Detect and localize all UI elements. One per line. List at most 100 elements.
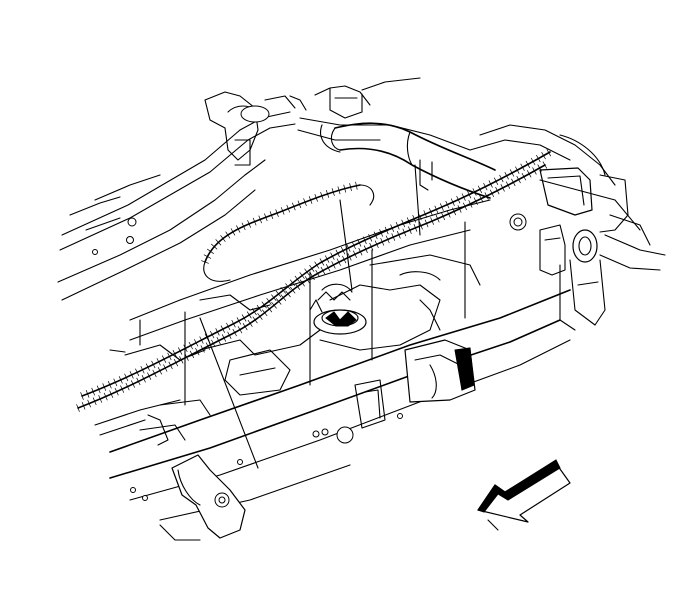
harness-rib [546, 149, 552, 157]
harness-rib [542, 161, 548, 169]
harness-rib [152, 369, 157, 378]
harness-rib [136, 377, 141, 386]
harness-rib [441, 212, 446, 221]
harness-rib [195, 347, 200, 356]
harness-rib [220, 235, 226, 242]
harness-rib [211, 339, 216, 348]
harness-rib [147, 372, 152, 380]
harness-rib [114, 387, 119, 396]
harness-rib [118, 376, 123, 384]
harness-rib [439, 203, 444, 211]
harness-rib [530, 157, 536, 166]
harness-rib [483, 182, 488, 191]
harness-rib [536, 154, 541, 163]
harness-rib [358, 247, 363, 256]
harness-rib [289, 279, 296, 287]
harness-rib [124, 373, 129, 382]
callout-lines [184, 164, 466, 469]
harness-rib [357, 239, 362, 247]
harness-rib [445, 200, 450, 209]
harness-rib [140, 365, 145, 374]
harness-rib [532, 167, 537, 175]
harness-rib [130, 380, 136, 388]
harness-rib [269, 211, 274, 220]
upper-body-panel [297, 77, 471, 151]
harness-rib [303, 198, 307, 206]
harness-rib [258, 215, 262, 224]
harness-rib [156, 358, 161, 366]
harness-rib [347, 253, 352, 261]
harness-rib [102, 383, 107, 391]
harness-rib [467, 190, 472, 199]
harness-rib [120, 385, 125, 393]
harness-rib [488, 180, 493, 188]
harness-rib [349, 183, 352, 192]
left-frame-rail [57, 91, 307, 301]
harness-rib [340, 246, 346, 255]
harness-rib [141, 375, 146, 383]
harness-rib [419, 221, 423, 230]
harness-rib [294, 283, 301, 290]
harness-rib [537, 164, 542, 172]
harness-rib [125, 382, 130, 391]
harness-rib [324, 255, 330, 263]
fuel-pump-module [309, 283, 367, 335]
harness-rib [226, 322, 231, 331]
fuel-tank-shield [124, 199, 491, 396]
harness-rib [236, 317, 242, 325]
harness-rib [210, 243, 218, 250]
harness-rib [230, 228, 236, 236]
harness-rib [271, 294, 277, 302]
harness-rib [479, 194, 484, 203]
harness-rib [493, 177, 499, 185]
harness-rib [373, 231, 378, 240]
harness-rib [256, 304, 262, 312]
harness-rib [379, 229, 384, 237]
harness-rib [346, 244, 351, 252]
harness-rib [369, 242, 374, 251]
harness-rib [401, 219, 406, 228]
harness-rib [335, 249, 340, 258]
harness-rib [173, 358, 179, 367]
harness-rib [352, 250, 357, 259]
harness-rib [87, 399, 91, 408]
left-wiring-clips [94, 349, 211, 446]
harness-rib [179, 356, 184, 364]
harness-rib [468, 200, 473, 208]
harness-rib [203, 254, 212, 259]
harness-rib [452, 207, 457, 216]
harness-line-2 [81, 151, 551, 397]
harness-rib [161, 355, 167, 363]
harness-rib [391, 233, 396, 241]
harness-rib [342, 255, 347, 264]
harness-rib [264, 213, 268, 222]
harness-rib [505, 181, 511, 189]
harness-rib [242, 323, 248, 331]
harness-rib [199, 336, 204, 344]
harness-rib [526, 170, 532, 178]
harness-rib [241, 314, 247, 322]
harness-rib [220, 325, 225, 333]
harness-rib [96, 385, 101, 394]
harness-rib [337, 186, 341, 195]
harness-rib [113, 378, 118, 387]
harness-rib [525, 160, 531, 169]
harness-rib [271, 301, 277, 309]
harness-rib [424, 219, 429, 228]
harness-line-3 [204, 184, 361, 263]
harness-rib [177, 347, 183, 355]
harness-rib [413, 224, 418, 232]
harness-rib [355, 181, 358, 190]
harness-rib [336, 258, 341, 266]
harness-rib [109, 390, 114, 398]
harness-rib [396, 230, 401, 239]
harness-rib [435, 214, 440, 223]
harness-rib [275, 290, 282, 298]
harness-rib [167, 352, 172, 361]
harness-rib [408, 226, 412, 234]
harness-rib [200, 345, 205, 353]
harness-rib [163, 364, 168, 372]
harness-rib [145, 363, 150, 371]
harness-rib [215, 239, 222, 246]
harness-rib [85, 389, 90, 398]
